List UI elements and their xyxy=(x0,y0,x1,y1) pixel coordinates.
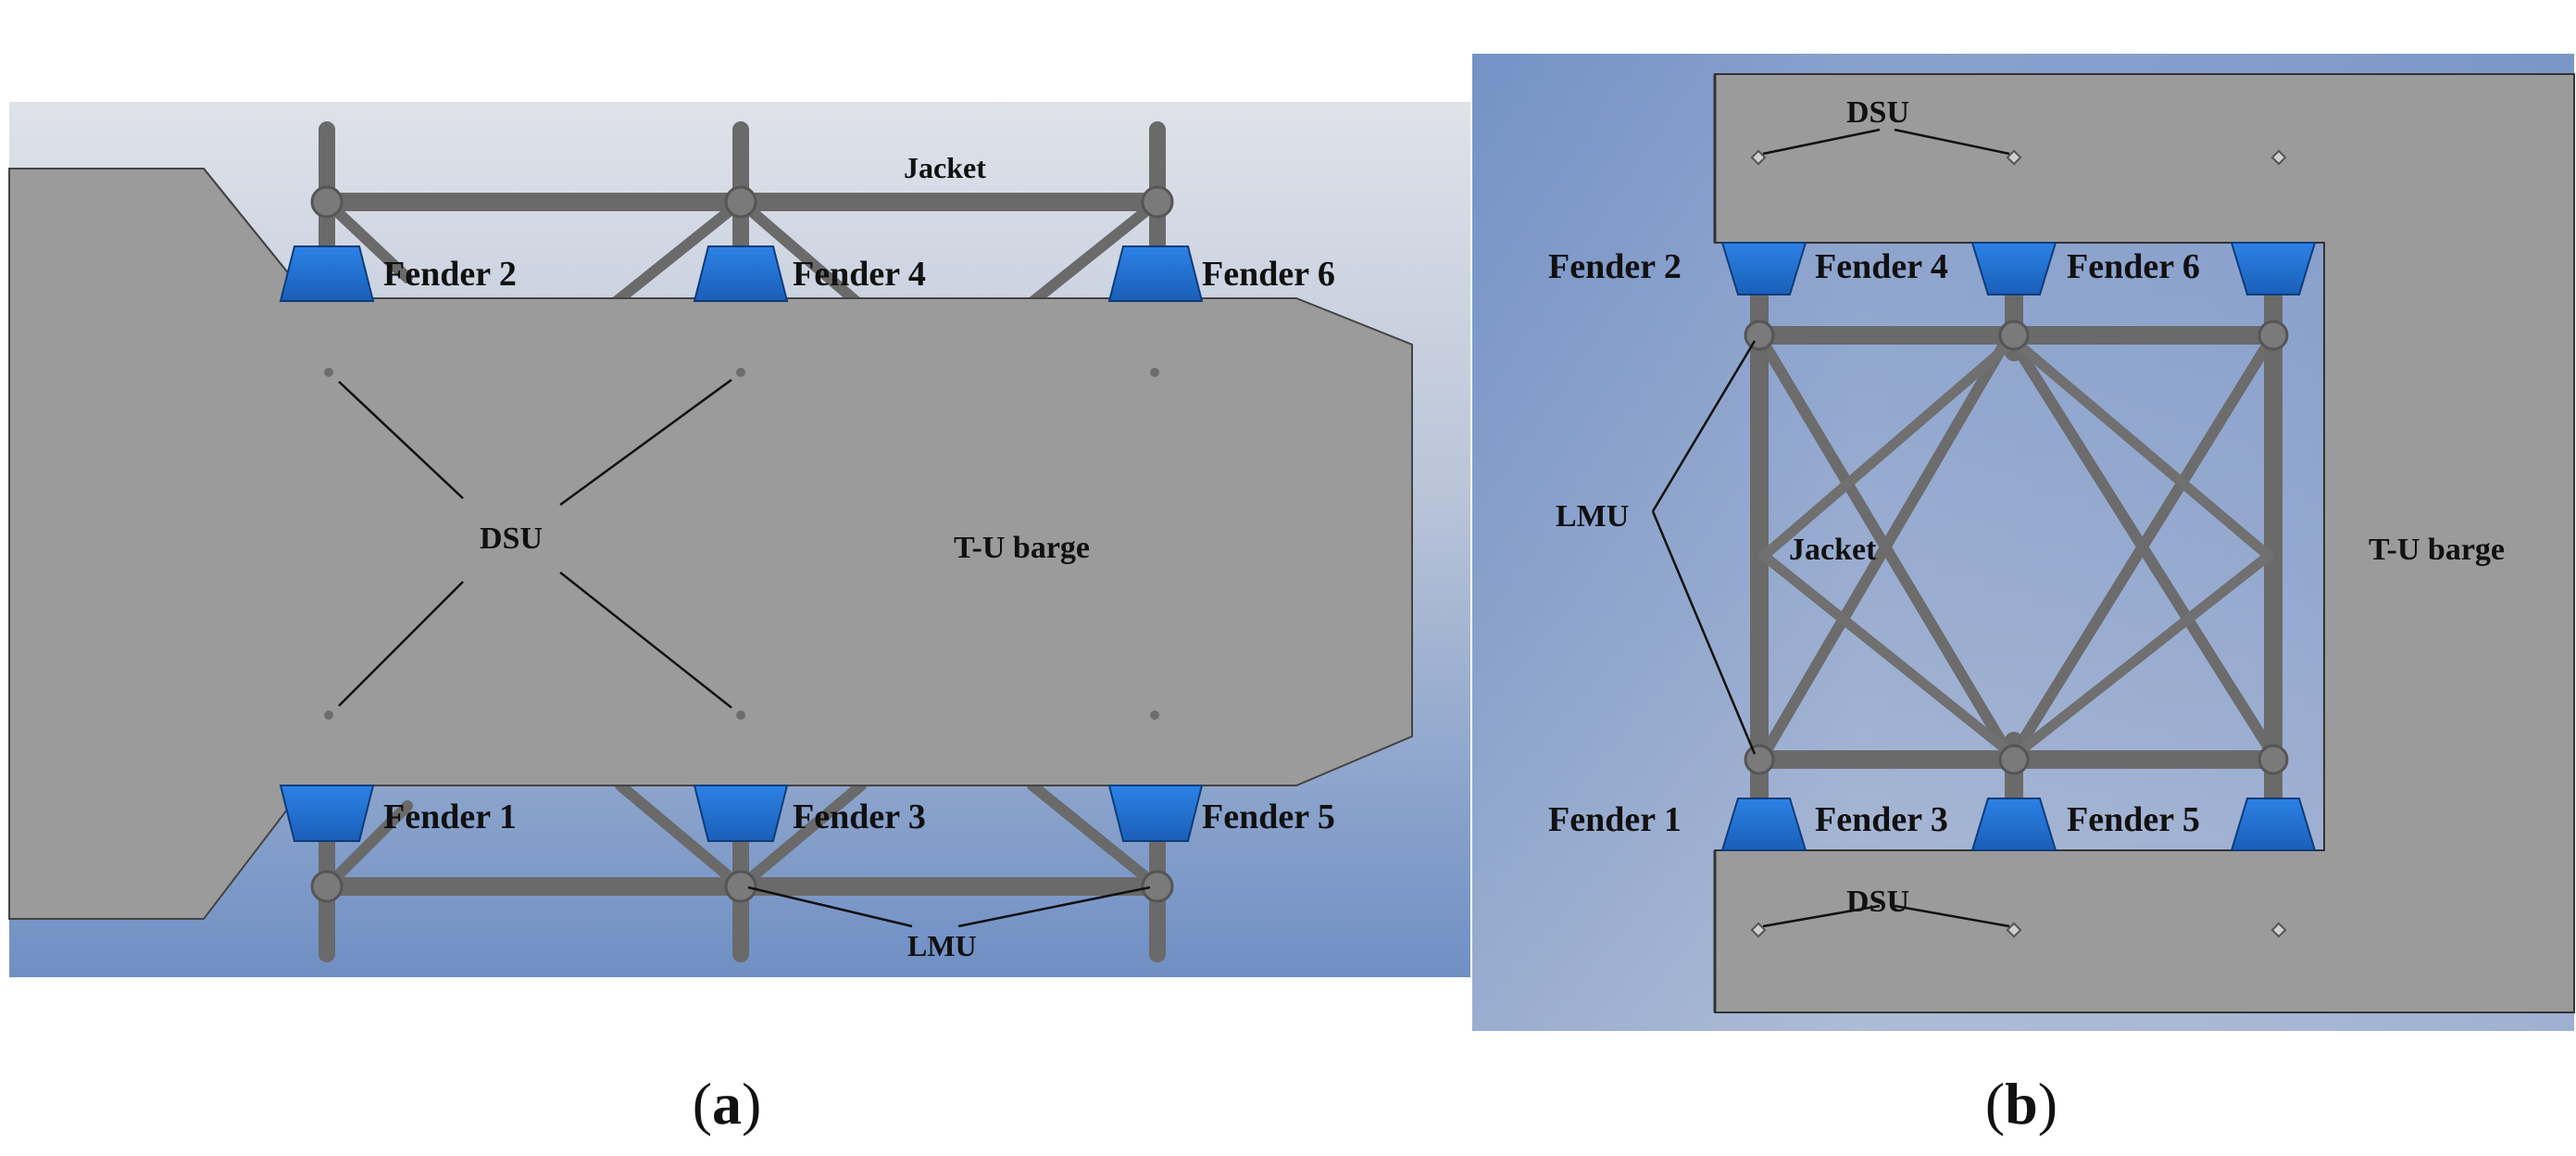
panel-b-fender-5-label: Fender 5 xyxy=(2067,800,2200,839)
panel-b-fenders-top xyxy=(1720,242,2317,295)
panel-a-barge-label: T-U barge xyxy=(954,531,1090,565)
panel-a-fender-3 xyxy=(693,785,789,842)
caption-a-close: ) xyxy=(742,1071,761,1137)
panel-a-fender-1-label: Fender 1 xyxy=(383,798,517,836)
caption-a: (a) xyxy=(693,1071,762,1137)
panel-b-fenders-bottom xyxy=(1720,798,2317,851)
panel-a-fender-1 xyxy=(279,785,375,842)
panel-b-dsu-leaders xyxy=(1762,128,2010,928)
panel-a-fender-5-label: Fender 5 xyxy=(1202,798,1335,836)
panel-a-dsu-points xyxy=(324,368,1159,720)
panel-b-fender-2 xyxy=(1720,242,1807,295)
panel-b-fender-4 xyxy=(1970,242,2057,295)
panel-a-fender-5 xyxy=(1107,785,1204,842)
panel-b-fender-6 xyxy=(2230,242,2317,295)
panel-b-lmu-leaders xyxy=(1651,340,1757,755)
panel-a-fender-3-label: Fender 3 xyxy=(793,798,926,836)
svg-text:(a): (a) xyxy=(693,1071,762,1137)
panel-a-dsu-label: DSU xyxy=(480,521,543,556)
panel-a-fender-2-label: Fender 2 xyxy=(383,255,517,294)
panel-b-fender-6-label: Fender 6 xyxy=(2067,247,2200,286)
panel-a-dsu-leaders xyxy=(338,378,732,709)
panel-b-jacket-label: Jacket xyxy=(1789,533,1877,567)
panel-b-dsu-bottom-label: DSU xyxy=(1846,885,1909,919)
panel-a-fender-6 xyxy=(1107,245,1204,302)
caption-a-letter: a xyxy=(712,1071,742,1137)
panel-a-lmu-label: LMU xyxy=(907,929,977,962)
panel-b-dsu-top-label: DSU xyxy=(1846,95,1909,130)
panel-a-fender-6-label: Fender 6 xyxy=(1202,255,1335,294)
panel-a: Jacket Fender 2 Fender 4 Fender 6 DSU T-… xyxy=(8,102,1470,977)
panel-b-fender-3 xyxy=(1970,798,2057,851)
svg-text:(b): (b) xyxy=(1985,1071,2057,1137)
caption-b-open: ( xyxy=(1985,1071,2005,1137)
panel-b-jacket xyxy=(1744,287,2289,808)
panel-a-fender-2 xyxy=(279,245,375,302)
panel-b: DSU Fender 2 Fender 4 Fender 6 LMU Jacke… xyxy=(1472,54,2575,1031)
panel-a-fenders-top xyxy=(279,245,1204,302)
panel-a-lmu-leaders xyxy=(747,886,1151,928)
panel-b-dsu-points xyxy=(1750,149,2287,938)
panel-b-lmu-label: LMU xyxy=(1556,499,1629,534)
caption-b: (b) xyxy=(1985,1071,2057,1137)
panel-b-fender-4-label: Fender 4 xyxy=(1815,247,1948,286)
caption-a-open: ( xyxy=(693,1071,712,1137)
panel-b-fender-2-label: Fender 2 xyxy=(1548,247,1682,286)
panel-a-fenders-bottom xyxy=(279,785,1204,842)
panel-a-jacket-label: Jacket xyxy=(904,151,986,184)
panel-b-barge-label: T-U barge xyxy=(2369,533,2505,567)
caption-b-close: ) xyxy=(2038,1071,2057,1137)
panel-a-fender-4 xyxy=(693,245,789,302)
panel-b-fender-1 xyxy=(1720,798,1807,851)
panel-b-fender-1-label: Fender 1 xyxy=(1548,800,1682,839)
panel-b-fender-5 xyxy=(2230,798,2317,851)
panel-b-fender-3-label: Fender 3 xyxy=(1815,800,1948,839)
panel-a-fender-4-label: Fender 4 xyxy=(793,255,926,294)
caption-b-letter: b xyxy=(2005,1071,2038,1137)
